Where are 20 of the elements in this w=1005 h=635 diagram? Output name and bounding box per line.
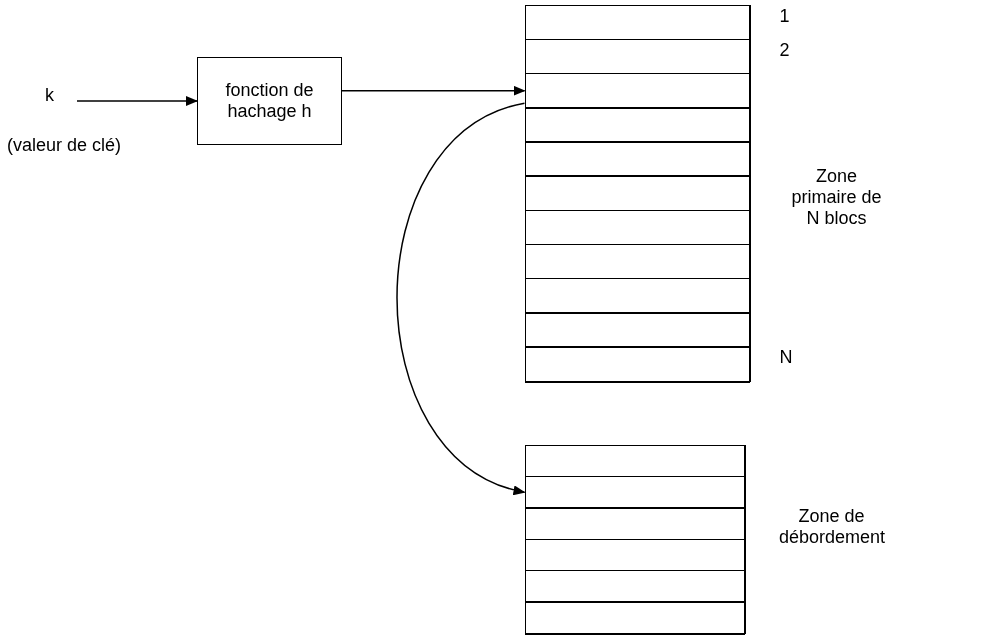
zone-label: Zone de débordement bbox=[779, 506, 884, 548]
row-number: N bbox=[779, 347, 793, 369]
arrow bbox=[76, 96, 198, 106]
process-box: fonction de hachage h bbox=[197, 57, 342, 145]
table-row bbox=[524, 569, 746, 603]
table-row bbox=[524, 175, 751, 212]
arrow bbox=[341, 85, 526, 96]
table-row bbox=[524, 601, 746, 634]
zone-label: Zone primaire de N blocs bbox=[790, 166, 883, 229]
row-number: 2 bbox=[779, 39, 790, 61]
table-row bbox=[524, 475, 746, 509]
table-row bbox=[524, 507, 746, 540]
row-number: 1 bbox=[779, 5, 790, 27]
key-caption: (valeur de clé) bbox=[7, 135, 122, 156]
table-row bbox=[524, 72, 751, 109]
table-row bbox=[524, 277, 751, 314]
arrow bbox=[396, 102, 526, 494]
table-row bbox=[524, 141, 751, 177]
table-row bbox=[524, 107, 751, 143]
table-row bbox=[524, 312, 751, 348]
